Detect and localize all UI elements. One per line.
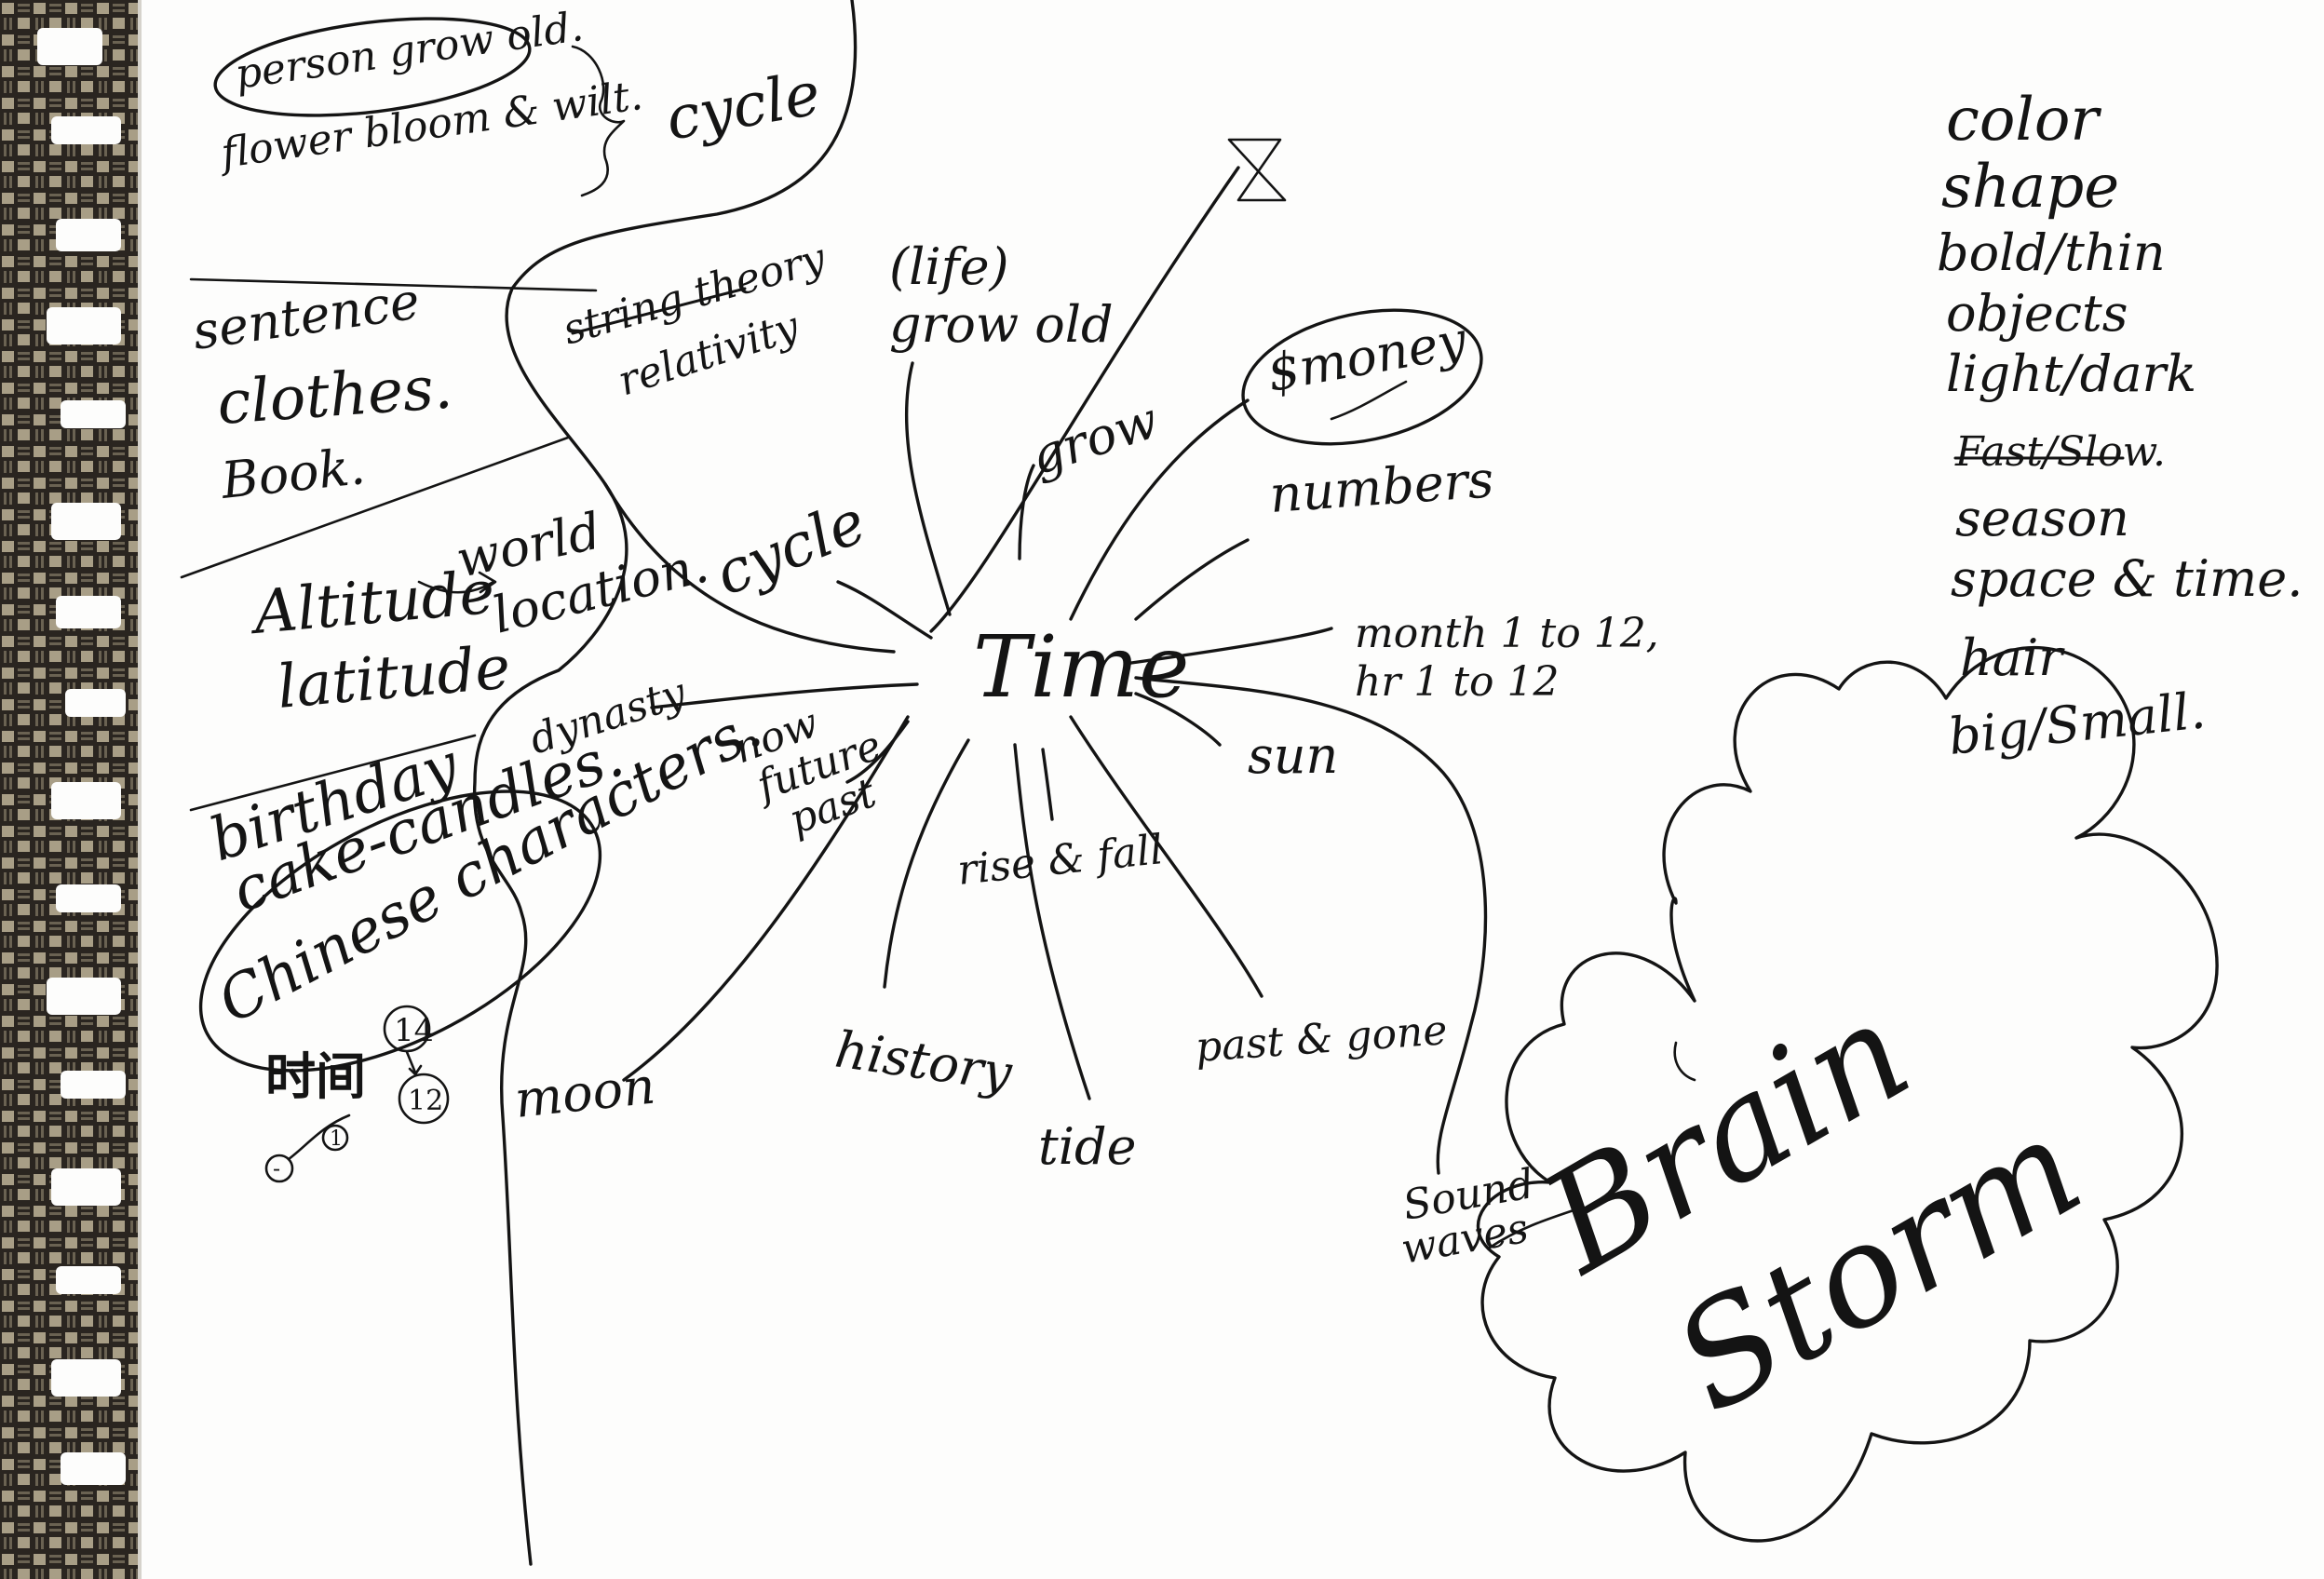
line-grow bbox=[1018, 464, 1035, 560]
center-label: Time bbox=[973, 617, 1189, 717]
circle-dash bbox=[264, 1154, 294, 1183]
cloud-inner-curl bbox=[1673, 1041, 1696, 1082]
line-soundwaves bbox=[1134, 676, 1488, 1175]
circle-dash-label: - bbox=[273, 1155, 280, 1181]
branch-sun: sun bbox=[1248, 726, 1338, 785]
separator-3 bbox=[189, 734, 477, 812]
branch-moon: moon bbox=[512, 1056, 658, 1128]
attr-item: light/dark bbox=[1946, 344, 2196, 403]
branch-life-line1: (life) bbox=[889, 237, 1009, 296]
brainstorm-cloud bbox=[1476, 645, 2219, 1543]
hourglass-icon bbox=[1227, 138, 1287, 202]
oval-chinese-characters bbox=[198, 790, 602, 1073]
line-sun bbox=[1134, 692, 1222, 747]
line-tide bbox=[1013, 743, 1091, 1100]
divider-curve bbox=[472, 0, 858, 1566]
branch-life: (life) grow old bbox=[889, 237, 1114, 354]
arc-under-characters bbox=[287, 1113, 351, 1161]
attr-item: color bbox=[1946, 86, 2101, 155]
line-money bbox=[1069, 398, 1250, 621]
spiral-binding bbox=[0, 0, 142, 1579]
line-hourglass bbox=[929, 166, 1240, 633]
line-risefall bbox=[1041, 748, 1054, 821]
line-moon bbox=[622, 715, 910, 1082]
branch-month: month 1 to 12, hr 1 to 12 bbox=[1355, 610, 1672, 706]
cycle-bracket bbox=[571, 45, 626, 197]
line-history bbox=[883, 738, 970, 989]
separator-2 bbox=[180, 436, 570, 579]
line-sound-to-cloud bbox=[1488, 1208, 1575, 1249]
branch-tide: tide bbox=[1038, 1117, 1137, 1176]
attr-item: season bbox=[1955, 489, 2129, 547]
line-pastgone bbox=[1069, 715, 1263, 998]
separator-1 bbox=[189, 277, 598, 292]
circle-12 bbox=[398, 1073, 450, 1125]
line-month bbox=[1129, 627, 1333, 665]
branch-life-line2: grow old bbox=[889, 295, 1114, 354]
note-clothes: clothes. bbox=[215, 354, 454, 439]
branch-month-line1: month 1 to 12, bbox=[1355, 610, 1659, 657]
circle-one bbox=[321, 1124, 349, 1152]
attr-item: objects bbox=[1946, 284, 2128, 343]
line-dynasty bbox=[650, 682, 919, 709]
money-tick bbox=[1330, 380, 1408, 421]
arrow-altitude-world bbox=[417, 571, 497, 594]
strike-string-theory bbox=[571, 287, 747, 335]
attr-item: Fast/Slow. bbox=[1954, 428, 2166, 476]
line-cycle bbox=[836, 580, 933, 640]
circle-14-label: 14 bbox=[394, 1012, 434, 1049]
branch-month-line2: hr 1 to 12 bbox=[1355, 658, 1559, 706]
attr-item: shape bbox=[1941, 153, 2119, 222]
divider-to-time bbox=[603, 482, 896, 654]
line-life bbox=[904, 361, 952, 616]
oval-money bbox=[1241, 308, 1483, 446]
oval-person-grow-old bbox=[213, 17, 532, 117]
note-chinese-time-char: 时间 bbox=[265, 1046, 366, 1106]
circle-one-label: 1 bbox=[330, 1127, 343, 1151]
attr-item: bold/thin bbox=[1937, 223, 2166, 282]
line-numbers bbox=[1134, 538, 1250, 621]
line-nowfuture bbox=[845, 720, 910, 784]
circle-12-label: 12 bbox=[408, 1085, 443, 1117]
attr-item: space & time. bbox=[1951, 549, 2303, 608]
arrow-14-to-12 bbox=[405, 1050, 423, 1076]
attr-item: hair bbox=[1960, 628, 2065, 687]
